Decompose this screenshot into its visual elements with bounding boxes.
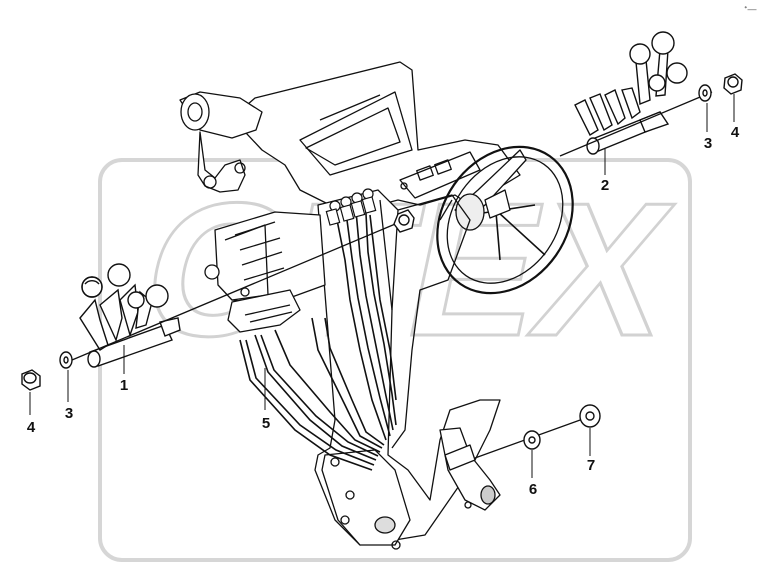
callout-3-right: 3 [704, 135, 712, 152]
leader-lines [29, 94, 735, 478]
callout-5: 5 [262, 415, 270, 432]
right-lever-assembly [574, 31, 688, 155]
corner-mark: ᐩ— [744, 4, 757, 14]
hardware [21, 73, 743, 450]
line-fittings [325, 188, 377, 226]
callout-7: 7 [587, 457, 595, 474]
callout-4-left: 4 [27, 419, 36, 436]
hydraulic-lines [239, 194, 397, 471]
machine-body [179, 61, 574, 550]
callout-6: 6 [529, 481, 537, 498]
callout-1: 1 [120, 377, 128, 394]
callouts: 1 2 3 3 4 4 5 6 7 [27, 124, 740, 498]
left-lever-assembly [79, 263, 181, 368]
callout-2: 2 [601, 177, 609, 194]
callout-3-left: 3 [65, 405, 73, 422]
callout-4-right: 4 [731, 124, 740, 141]
